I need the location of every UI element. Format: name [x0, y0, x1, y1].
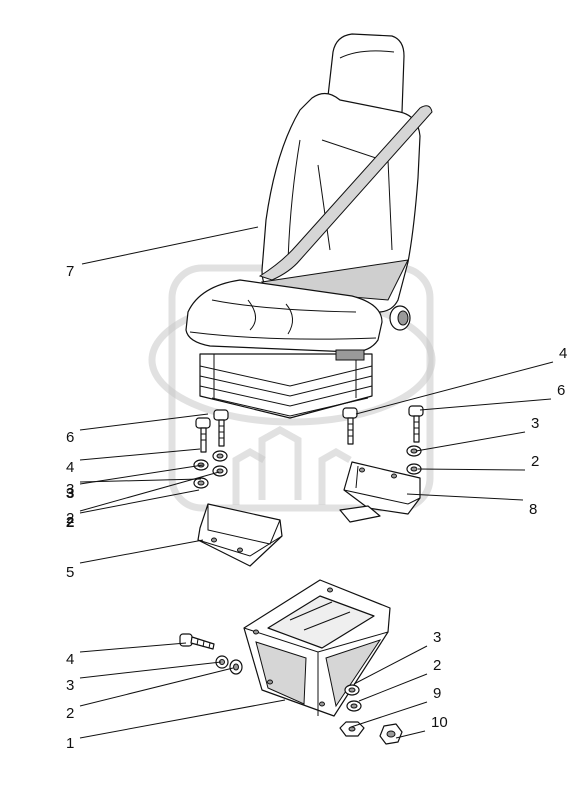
leader-line-c3a: [415, 431, 526, 452]
leader-line-c2d: [358, 673, 428, 702]
nut-hex: [339, 721, 365, 737]
bolt-left-upper: [213, 409, 229, 447]
leader-line-c5: [79, 539, 204, 564]
callout-label-c9: 9: [433, 685, 441, 702]
seat-belt: [258, 105, 433, 281]
leader-line-c3d: [353, 645, 428, 685]
leader-line-c2b_dup: [79, 471, 220, 512]
leader-line-c9: [350, 701, 428, 728]
bolt-lower-left: [179, 633, 215, 650]
callout-label-c1: 1: [66, 735, 74, 752]
callout-label-c2b: 2: [66, 514, 74, 531]
leader-line-c4b: [79, 448, 201, 461]
callout-label-c10: 10: [431, 714, 448, 731]
callout-label-c4c: 4: [66, 651, 74, 668]
leader-line-c7: [81, 226, 259, 265]
leader-line-c4c: [79, 642, 187, 653]
leader-line-c3c: [79, 661, 222, 679]
callout-labels: 7 4 6 6 3 2 4 3 2 8 5 4 3 2 3 2 9 1 10 3 2: [66, 263, 567, 752]
callout-leaders: [79, 226, 554, 739]
washers-lower-right: [344, 684, 362, 712]
callout-label-c2b_dup: 2: [66, 510, 74, 527]
callout-label-c7: 7: [66, 263, 74, 280]
leader-line-c3b: [79, 464, 204, 485]
callout-label-c2d: 2: [433, 657, 441, 674]
bolt-right-a: [342, 407, 358, 445]
callout-label-c4b: 4: [66, 459, 74, 476]
callout-label-c8: 8: [529, 501, 537, 518]
washers-right: [406, 445, 422, 475]
leader-line-c2a: [417, 468, 526, 471]
leader-line-c8: [406, 493, 524, 501]
leader-line-c6b: [79, 413, 209, 431]
callout-label-c3b: 3: [66, 485, 74, 502]
callout-label-c4a: 4: [559, 345, 567, 362]
callout-label-c2c: 2: [66, 705, 74, 722]
callout-label-c3a: 3: [531, 415, 539, 432]
callout-label-c6b: 6: [66, 429, 74, 446]
seat-cushion: [185, 279, 383, 353]
leader-line-c2c: [79, 667, 234, 707]
nut-cap: [379, 723, 403, 745]
seat-assembly: [185, 33, 433, 419]
leader-line-c3b_dup: [79, 478, 202, 483]
bolt-right-b: [408, 405, 424, 443]
callout-label-c6a: 6: [557, 382, 565, 399]
leader-line-c10: [395, 730, 426, 739]
bolt-left-lower: [195, 417, 211, 453]
bracket-right: [339, 461, 421, 523]
callout-label-c3c: 3: [66, 677, 74, 694]
leader-line-c2b: [79, 489, 200, 514]
leader-line-c1: [79, 699, 286, 739]
washers-left: [193, 450, 228, 489]
bracket-left: [197, 503, 283, 567]
leader-line-c6a: [419, 398, 552, 411]
callout-label-c2a: 2: [531, 453, 539, 470]
leader-line-c4a: [355, 361, 554, 415]
callout-label-c3b_dup: 3: [66, 481, 74, 498]
callout-label-c3d: 3: [433, 629, 441, 646]
base-frame: [243, 579, 391, 717]
callout-label-c5: 5: [66, 564, 74, 581]
